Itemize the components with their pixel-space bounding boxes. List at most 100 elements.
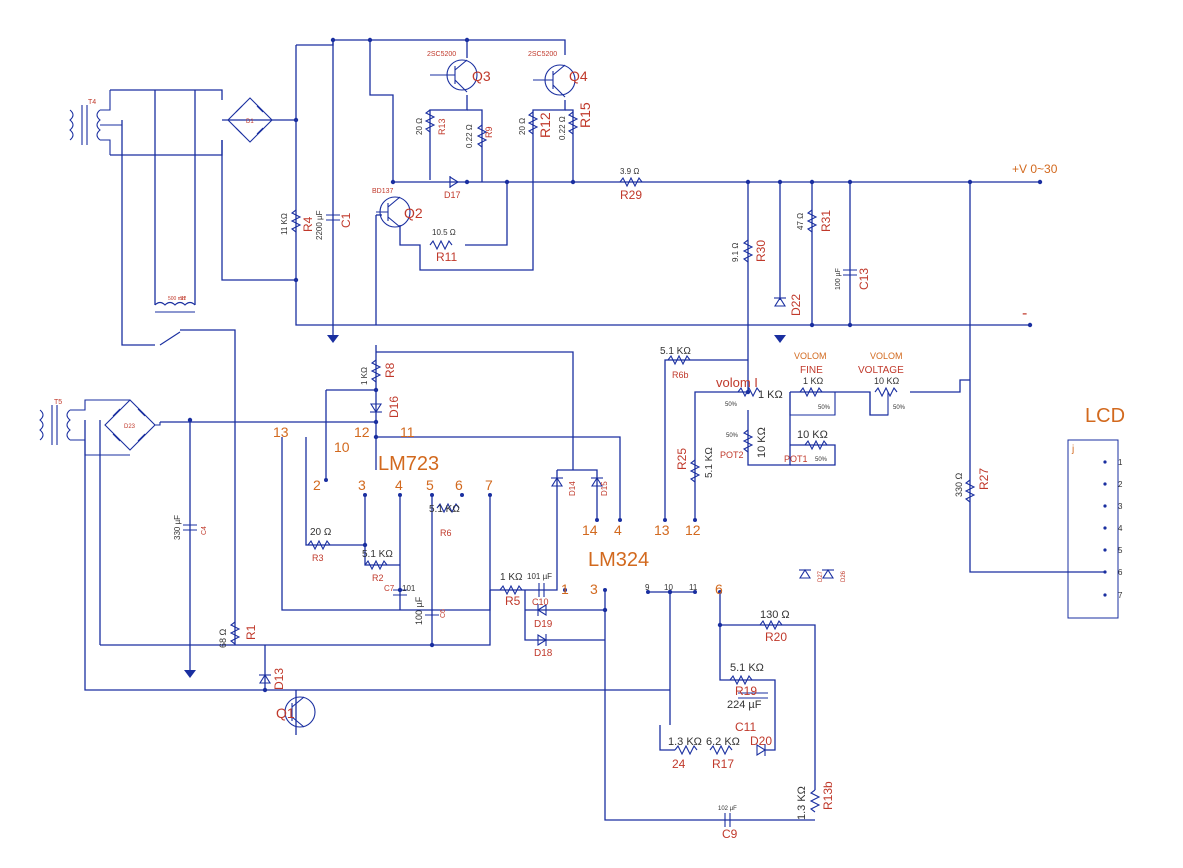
- transformer-t5: [39, 399, 130, 456]
- diode-ref: D20: [750, 734, 772, 748]
- r2-value: 5.1 KΩ: [362, 549, 393, 560]
- c9-value: 102 µF: [718, 806, 737, 812]
- r2-ref: R2: [372, 573, 384, 583]
- diode-labels: D17 D16 D22 D14 D15 D19 D18 D13 D20 D27 …: [272, 190, 847, 748]
- transistor-part: BD137: [372, 188, 394, 195]
- diode-ref: D18: [534, 648, 553, 659]
- diode-ref: D15: [600, 481, 609, 496]
- c10-ref: C10: [532, 597, 549, 607]
- lm324-pin: 1: [561, 581, 569, 597]
- c1-value: 2200 µF: [315, 210, 324, 240]
- r31-ref: R31: [819, 210, 833, 232]
- pot2-value: 10 KΩ: [756, 427, 768, 458]
- r12-value: 20 Ω: [518, 118, 527, 135]
- lm324-pin: 3: [590, 581, 598, 597]
- r1-ref: R1: [244, 624, 258, 640]
- lcd-pin: 2: [1118, 480, 1123, 489]
- lm324-pin: 6: [715, 581, 723, 597]
- voltage-label-1: VOLOM: [870, 351, 903, 361]
- diode-ref: D27: [818, 570, 824, 582]
- pot1-ref: POT1: [784, 454, 808, 464]
- r9-value: 0.22 Ω: [465, 124, 474, 148]
- capacitor-labels: C1 2200 µF C13 100 µF C4 330 µF C7 101 C…: [173, 210, 871, 841]
- r4-value: 11 KΩ: [280, 213, 289, 235]
- r8-value: 1 KΩ: [360, 367, 369, 385]
- lcd-header: j: [1071, 444, 1074, 455]
- c11-value: 224 µF: [727, 699, 762, 711]
- r5-ref: R5: [505, 594, 521, 608]
- lm723-pin: 4: [395, 477, 403, 493]
- pot1-value: 10 KΩ: [797, 429, 828, 441]
- c6-ref: C6: [440, 609, 447, 618]
- volom-i-value: 1 KΩ: [758, 389, 783, 401]
- lm723-pin: 12: [354, 424, 370, 440]
- switch-label: S2: [180, 296, 186, 302]
- lm723-pin: 6: [455, 477, 463, 493]
- r6b-value: 5.1 KΩ: [660, 346, 691, 357]
- voltage-pct: 50%: [893, 405, 906, 411]
- lm723-pin: 7: [485, 477, 493, 493]
- r25-value: 5.1 KΩ: [704, 447, 715, 478]
- fine-label-1: VOLOM: [794, 351, 827, 361]
- bridge-label: D23: [124, 424, 136, 430]
- wires: [84, 39, 1105, 821]
- r3-ref: R3: [312, 553, 324, 563]
- voltage-label-2: VOLTAGE: [858, 365, 904, 376]
- diode-ref: D19: [534, 619, 553, 630]
- r3-value: 20 Ω: [310, 527, 332, 538]
- r12-ref: R12: [537, 112, 553, 138]
- pot2-ref: POT2: [720, 450, 744, 460]
- r9-ref: R9: [484, 126, 494, 138]
- transistor-q4: [533, 64, 576, 98]
- volom-i-pct: 50%: [725, 402, 738, 408]
- lm324-pin: 13: [654, 522, 670, 538]
- lm324-title: LM324: [588, 549, 649, 571]
- inductor-value: 500 mH: [168, 296, 186, 302]
- lm723-pin: 13: [273, 424, 289, 440]
- output-negative-label: -: [1022, 305, 1027, 322]
- lm723-pin: 11: [400, 424, 415, 440]
- r13b-value: 1.3 KΩ: [796, 786, 808, 820]
- lm723-title: LM723: [378, 453, 439, 475]
- capacitors: [183, 214, 857, 827]
- lcd-pin: 1: [1118, 458, 1123, 467]
- r20-value: 130 Ω: [760, 609, 790, 621]
- transistor-q1: [284, 696, 316, 728]
- fine-label-2: FINE: [800, 365, 823, 376]
- lm324-pin: 4: [614, 522, 622, 538]
- r15-ref: R15: [577, 102, 593, 128]
- r11-ref: R11: [436, 250, 457, 264]
- lm324-pin: 11: [689, 583, 698, 592]
- r30-value: 9.1 Ω: [731, 243, 740, 262]
- transistor-q3: [430, 59, 478, 93]
- ground-symbols: [184, 335, 786, 678]
- ic-pin-dots: [324, 179, 1043, 594]
- r13-ref: R13: [437, 118, 447, 135]
- r31-value: 47 Ω: [796, 213, 805, 230]
- diode-ref: D14: [568, 481, 577, 496]
- lm324-pin: 9: [645, 583, 650, 592]
- transformer-label: T5: [54, 399, 62, 406]
- fine-pct: 50%: [818, 405, 831, 411]
- transistor-part: 2SC5200: [528, 51, 557, 58]
- r8-ref: R8: [383, 362, 397, 378]
- volom-i-label: volom I: [716, 375, 758, 390]
- r29-ref: R29: [620, 188, 642, 202]
- diodes: [259, 176, 834, 756]
- c11-ref: C11: [735, 720, 756, 734]
- transistor-ref: Q4: [569, 68, 588, 84]
- r29-value: 3.9 Ω: [620, 167, 639, 176]
- lcd-pin: 4: [1118, 524, 1123, 533]
- c4-value: 330 µF: [173, 515, 182, 540]
- c1-ref: C1: [339, 212, 353, 228]
- transformer-t4: [69, 90, 122, 155]
- lm324-pin: 12: [685, 522, 701, 538]
- r13b-ref: R13b: [821, 781, 835, 810]
- diode-ref: D13: [272, 668, 286, 690]
- lcd-pin: 6: [1118, 568, 1123, 577]
- transistor-ref: Q3: [472, 68, 491, 84]
- bridge-label: D1: [246, 119, 254, 125]
- diode-ref: D17: [444, 190, 461, 200]
- r24-ref: 24: [672, 757, 686, 771]
